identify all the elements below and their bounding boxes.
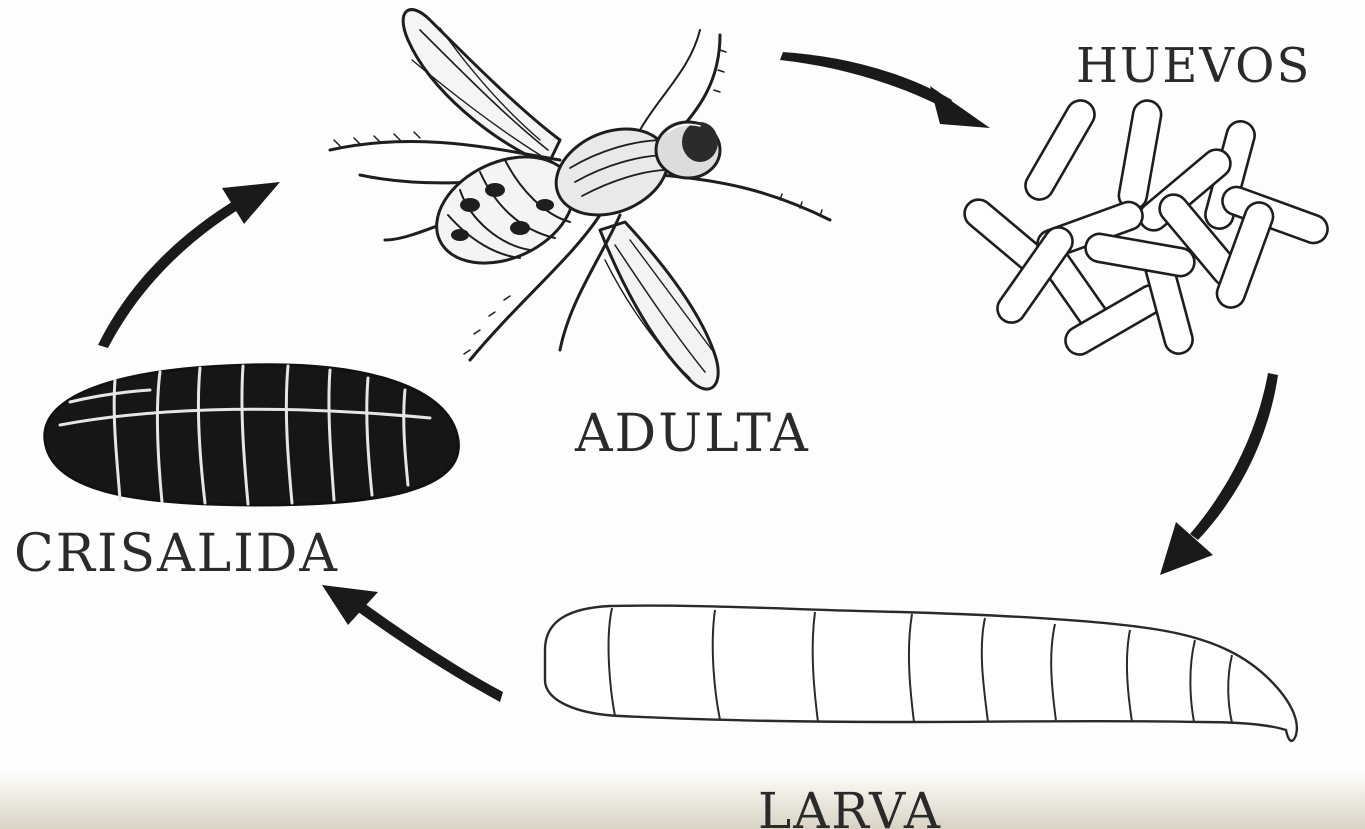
arrow-larva-to-pupa <box>322 585 503 702</box>
stage-label-larva: LARVA <box>758 786 942 829</box>
stage-label-pupa: CRISALIDA <box>14 528 339 580</box>
eggs-cluster-illustration <box>959 95 1332 359</box>
arrow-pupa-to-adult <box>98 182 280 348</box>
stage-label-eggs: HUEVOS <box>1076 42 1311 90</box>
arrow-eggs-to-larva <box>1160 373 1278 575</box>
larva-illustration <box>545 606 1297 741</box>
stage-label-adult: ADULTA <box>575 408 810 460</box>
pupa-illustration <box>45 365 459 505</box>
arrow-adult-to-eggs <box>780 52 990 128</box>
fly-adult-illustration <box>330 10 830 390</box>
